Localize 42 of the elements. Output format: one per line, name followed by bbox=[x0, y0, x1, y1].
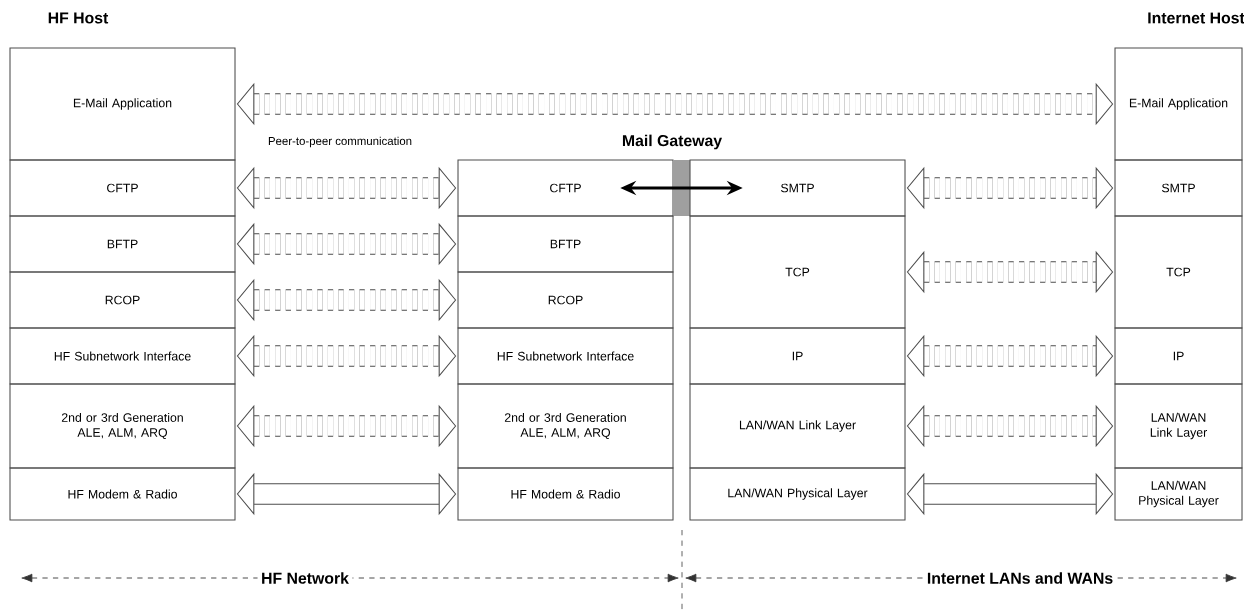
layer-box: TCP bbox=[1114, 215, 1243, 329]
layer-box: BFTP bbox=[9, 215, 236, 273]
double-arrow bbox=[906, 404, 1114, 448]
layer-box: SMTP bbox=[689, 159, 906, 217]
double-arrow bbox=[236, 404, 457, 448]
layer-box: HF Subnetwork Interface bbox=[9, 327, 236, 385]
double-arrow bbox=[236, 334, 457, 378]
note-text: Peer-to-peer communication bbox=[268, 136, 412, 148]
layer-box: 2nd or 3rd Generation ALE, ALM, ARQ bbox=[9, 383, 236, 469]
double-arrow bbox=[906, 334, 1114, 378]
layer-box: CFTP bbox=[9, 159, 236, 217]
layer-box: LAN/WAN Link Layer bbox=[689, 383, 906, 469]
layer-box: LAN/WAN Link Layer bbox=[1114, 383, 1243, 469]
double-arrow bbox=[236, 82, 1114, 126]
layer-box: LAN/WAN Physical Layer bbox=[689, 467, 906, 521]
stack-heading: Internet Host bbox=[1148, 12, 1244, 24]
layer-box: LAN/WAN Physical Layer bbox=[1114, 467, 1243, 521]
layer-box: E-Mail Application bbox=[1114, 47, 1243, 161]
layer-box: IP bbox=[689, 327, 906, 385]
layer-box: E-Mail Application bbox=[9, 47, 236, 161]
layer-box: HF Modem & Radio bbox=[457, 467, 674, 521]
layer-box: CFTP bbox=[457, 159, 674, 217]
dimension-label: HF Network bbox=[257, 568, 353, 588]
double-arrow bbox=[236, 166, 457, 210]
layer-box: 2nd or 3rd Generation ALE, ALM, ARQ bbox=[457, 383, 674, 469]
layer-box: BFTP bbox=[457, 215, 674, 273]
stack-heading: Mail Gateway bbox=[622, 134, 722, 150]
stack-heading: HF Host bbox=[48, 12, 109, 24]
layer-box: TCP bbox=[689, 215, 906, 329]
layer-box: RCOP bbox=[9, 271, 236, 329]
double-arrow bbox=[236, 222, 457, 266]
double-arrow bbox=[906, 250, 1114, 294]
double-arrow bbox=[906, 472, 1114, 516]
layer-box: IP bbox=[1114, 327, 1243, 385]
layer-box: HF Modem & Radio bbox=[9, 467, 236, 521]
layer-box: HF Subnetwork Interface bbox=[457, 327, 674, 385]
double-arrow bbox=[236, 472, 457, 516]
double-arrow bbox=[906, 166, 1114, 210]
layer-box: RCOP bbox=[457, 271, 674, 329]
dimension-label: Internet LANs and WANs bbox=[923, 568, 1117, 588]
layer-box: SMTP bbox=[1114, 159, 1243, 217]
double-arrow bbox=[236, 278, 457, 322]
